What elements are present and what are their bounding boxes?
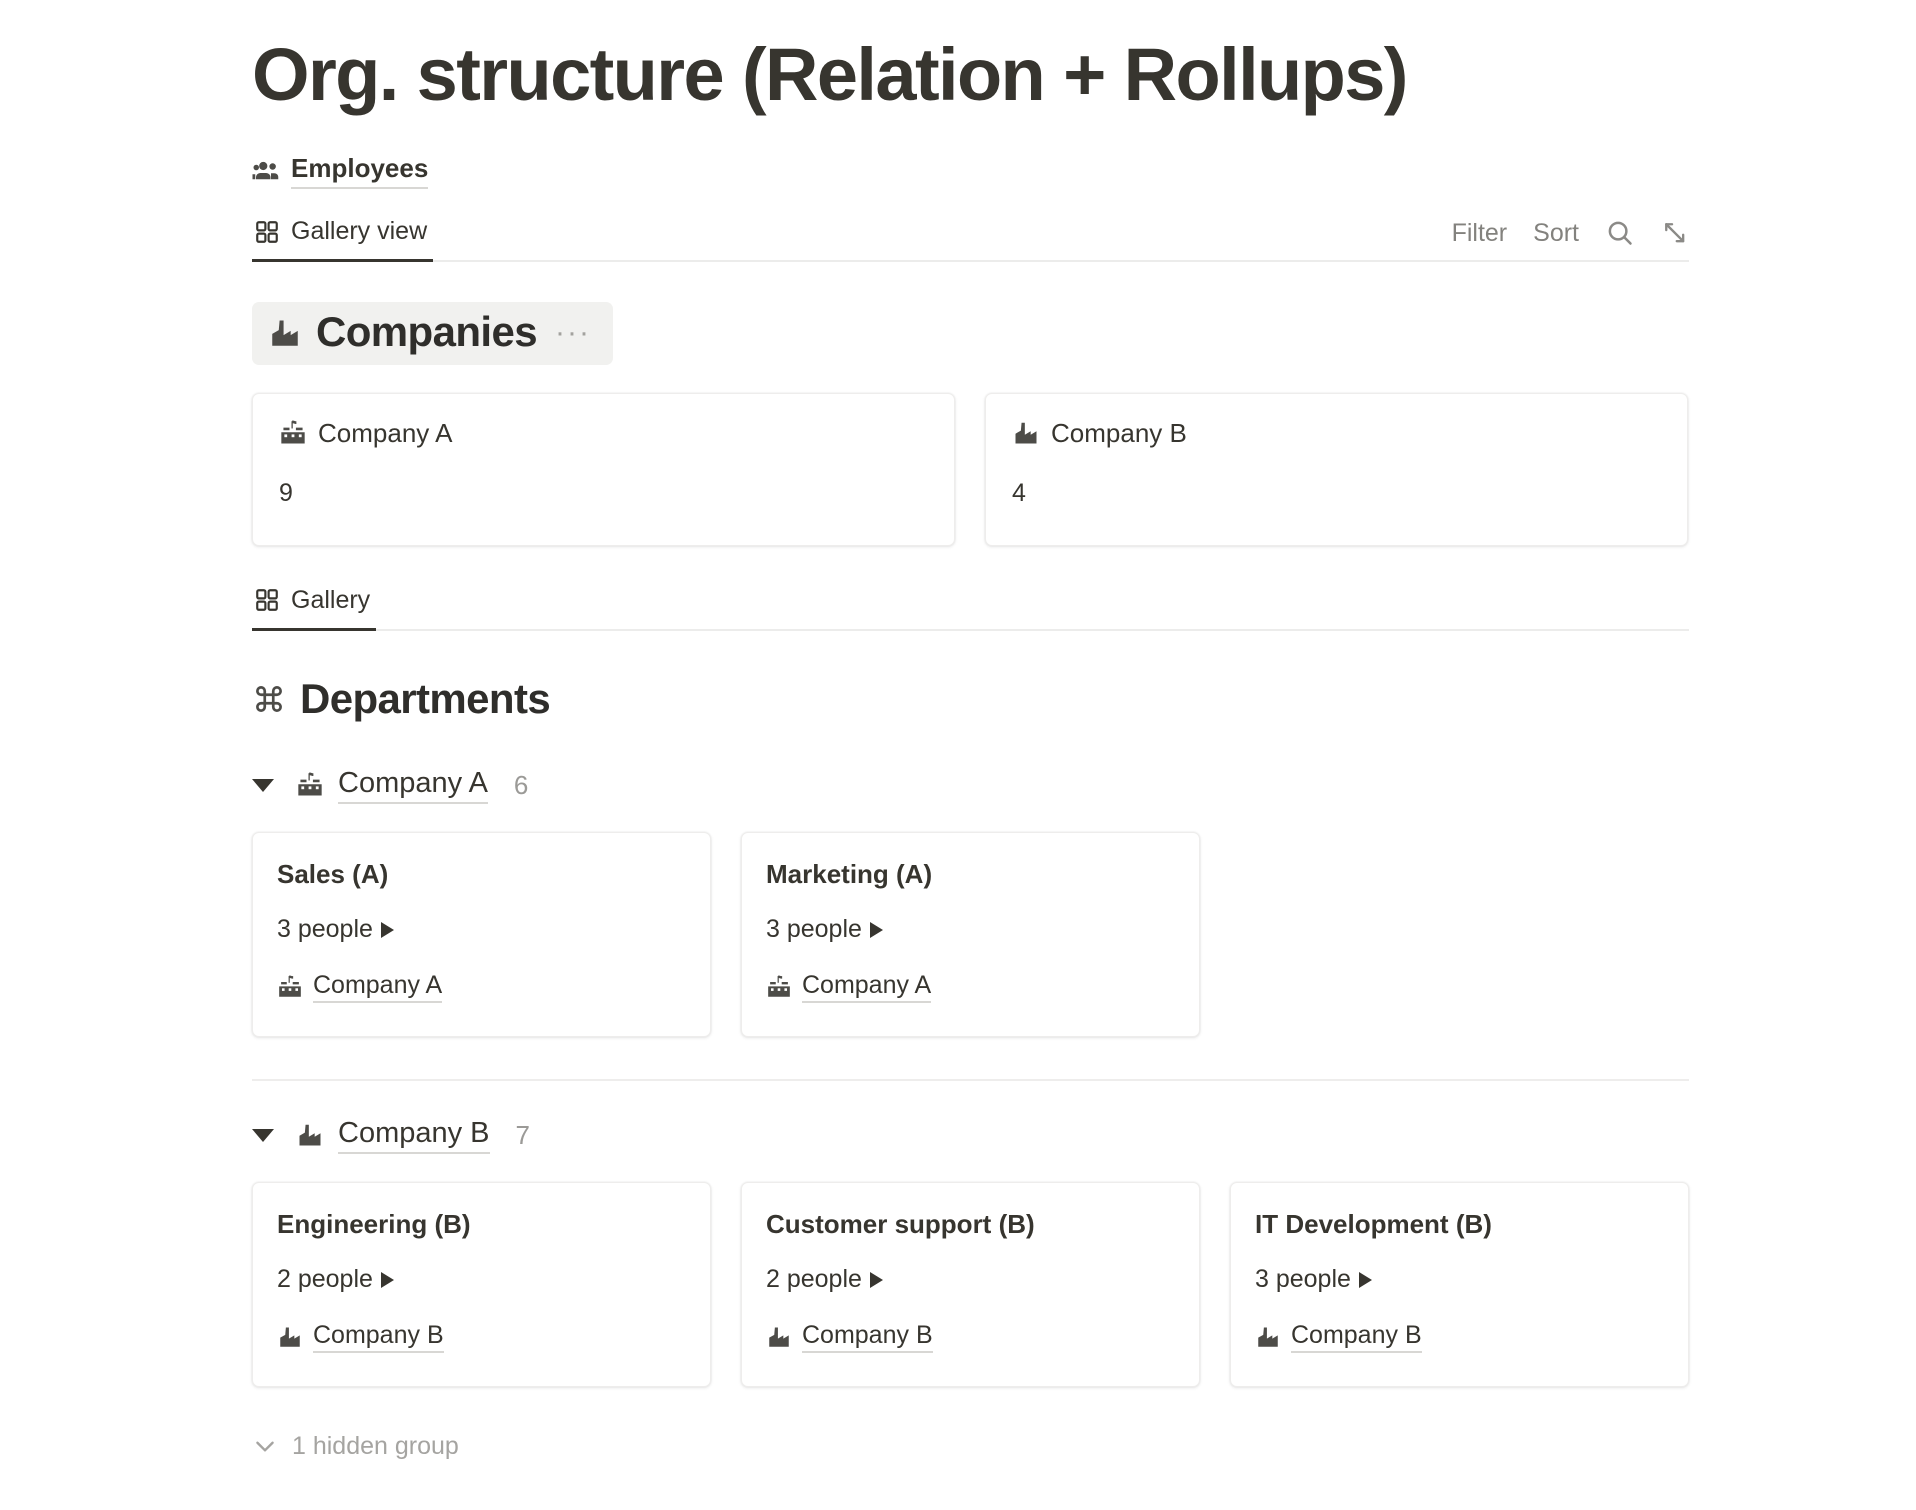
department-card-title: Engineering (B) bbox=[277, 1208, 471, 1239]
factory-icon bbox=[766, 1324, 792, 1350]
office-flag-icon bbox=[766, 974, 792, 1000]
gallery-grid-icon bbox=[254, 587, 280, 613]
factory-icon bbox=[277, 1324, 303, 1350]
tab-gallery[interactable]: Gallery bbox=[252, 585, 377, 631]
factory-icon bbox=[296, 1121, 324, 1149]
group-divider bbox=[252, 1078, 1689, 1081]
department-card[interactable]: Engineering (B) 2 people Company B bbox=[252, 1181, 711, 1387]
company-card-header: Company B bbox=[1012, 418, 1661, 449]
company-card[interactable]: Company B 4 bbox=[985, 392, 1688, 546]
department-people-count: 3 people bbox=[766, 915, 862, 943]
filter-button[interactable]: Filter bbox=[1451, 218, 1508, 247]
tab-gallery-view-label: Gallery view bbox=[291, 217, 428, 246]
department-card-grid-company-b: Engineering (B) 2 people Company B Custo… bbox=[252, 1181, 1689, 1387]
play-triangle-icon[interactable] bbox=[380, 921, 394, 938]
view-tabbar: Gallery view Filter Sort bbox=[252, 217, 1689, 263]
page-title: Org. structure (Relation + Rollups) bbox=[252, 33, 1408, 116]
department-card-title: Sales (A) bbox=[277, 858, 389, 889]
department-card[interactable]: Marketing (A) 3 people Company A bbox=[741, 831, 1200, 1037]
departments-section-title: Departments bbox=[300, 674, 551, 722]
play-triangle-icon[interactable] bbox=[869, 1271, 883, 1288]
department-people-property[interactable]: 2 people bbox=[766, 1265, 1175, 1294]
office-flag-icon bbox=[277, 974, 303, 1000]
play-triangle-icon[interactable] bbox=[1358, 1271, 1372, 1288]
play-triangle-icon[interactable] bbox=[869, 921, 883, 938]
relation-link-label[interactable]: Company B bbox=[313, 1321, 444, 1353]
factory-icon bbox=[1255, 1324, 1281, 1350]
relation-link-label[interactable]: Company B bbox=[1291, 1321, 1422, 1353]
companies-section-menu-icon[interactable]: ··· bbox=[555, 315, 591, 349]
chevron-down-icon bbox=[252, 1433, 278, 1459]
department-card[interactable]: Customer support (B) 2 people Company B bbox=[741, 1181, 1200, 1387]
companies-section-title: Companies bbox=[316, 308, 538, 356]
department-company-relation[interactable]: Company B bbox=[1255, 1321, 1664, 1353]
group-name-label[interactable]: Company B bbox=[338, 1117, 490, 1154]
department-company-relation[interactable]: Company B bbox=[766, 1321, 1175, 1353]
relation-link-label[interactable]: Company A bbox=[313, 971, 443, 1003]
group-header-company-b[interactable]: Company B 7 bbox=[252, 1117, 1916, 1154]
companies-card-grid: Company A 9 Company B 4 bbox=[252, 392, 1689, 546]
department-people-property[interactable]: 3 people bbox=[1255, 1265, 1664, 1294]
source-database-label: Employees bbox=[291, 153, 429, 189]
department-company-relation[interactable]: Company A bbox=[766, 971, 1175, 1003]
group-name-label[interactable]: Company A bbox=[338, 767, 488, 804]
office-flag-icon bbox=[279, 419, 307, 447]
tab-gallery-label: Gallery bbox=[291, 585, 371, 614]
company-card[interactable]: Company A 9 bbox=[252, 392, 955, 546]
view-tabs: Gallery view bbox=[252, 217, 434, 263]
group-count-label: 6 bbox=[513, 769, 529, 800]
sort-button[interactable]: Sort bbox=[1533, 218, 1579, 247]
search-icon[interactable] bbox=[1605, 218, 1635, 248]
page-root: Org. structure (Relation + Rollups) Empl… bbox=[0, 38, 1916, 1464]
department-card-title: Marketing (A) bbox=[766, 858, 933, 889]
gallery-grid-icon bbox=[254, 219, 280, 245]
company-card-value: 9 bbox=[279, 478, 293, 507]
department-people-count: 3 people bbox=[1255, 1265, 1351, 1293]
group-count-label: 7 bbox=[515, 1119, 530, 1150]
hidden-group-toggle[interactable]: 1 hidden group bbox=[252, 1432, 459, 1461]
department-people-count: 2 people bbox=[277, 1265, 373, 1293]
department-people-property[interactable]: 2 people bbox=[277, 1265, 686, 1294]
department-people-count: 2 people bbox=[766, 1265, 862, 1293]
source-database-link[interactable]: Employees bbox=[252, 153, 429, 189]
command-icon bbox=[252, 682, 286, 716]
play-triangle-icon[interactable] bbox=[380, 1271, 394, 1288]
office-flag-icon bbox=[296, 771, 324, 799]
collapse-caret-icon[interactable] bbox=[252, 778, 274, 792]
view-tools: Filter Sort bbox=[1452, 218, 1689, 260]
department-card[interactable]: Sales (A) 3 people Company A bbox=[252, 831, 711, 1037]
relation-link-label[interactable]: Company B bbox=[802, 1321, 933, 1353]
people-icon bbox=[252, 156, 282, 186]
factory-icon bbox=[268, 316, 302, 350]
company-card-value: 4 bbox=[1012, 478, 1026, 507]
expand-diagonal-icon[interactable] bbox=[1661, 219, 1689, 247]
departments-view-tabs: Gallery bbox=[252, 585, 377, 631]
companies-section-header[interactable]: Companies ··· bbox=[252, 302, 613, 365]
department-people-count: 3 people bbox=[277, 915, 373, 943]
factory-icon bbox=[1012, 419, 1040, 447]
company-card-title: Company A bbox=[318, 417, 453, 448]
relation-link-label[interactable]: Company A bbox=[802, 971, 932, 1003]
tab-gallery-view[interactable]: Gallery view bbox=[252, 217, 434, 263]
company-card-header: Company A bbox=[279, 418, 928, 449]
department-card[interactable]: IT Development (B) 3 people Company B bbox=[1230, 1181, 1689, 1387]
department-card-title: Customer support (B) bbox=[766, 1208, 1035, 1239]
department-company-relation[interactable]: Company B bbox=[277, 1321, 686, 1353]
group-header-company-a[interactable]: Company A 6 bbox=[252, 767, 1916, 804]
department-card-title: IT Development (B) bbox=[1255, 1208, 1492, 1239]
department-people-property[interactable]: 3 people bbox=[277, 915, 686, 944]
collapse-caret-icon[interactable] bbox=[252, 1128, 274, 1142]
department-company-relation[interactable]: Company A bbox=[277, 971, 686, 1003]
department-people-property[interactable]: 3 people bbox=[766, 915, 1175, 944]
department-card-grid-company-a: Sales (A) 3 people Company A bbox=[252, 831, 1689, 1037]
departments-view-tabbar: Gallery bbox=[252, 586, 1689, 631]
departments-section-header[interactable]: Departments bbox=[252, 669, 551, 731]
hidden-group-label: 1 hidden group bbox=[292, 1431, 459, 1460]
company-card-title: Company B bbox=[1051, 417, 1187, 448]
